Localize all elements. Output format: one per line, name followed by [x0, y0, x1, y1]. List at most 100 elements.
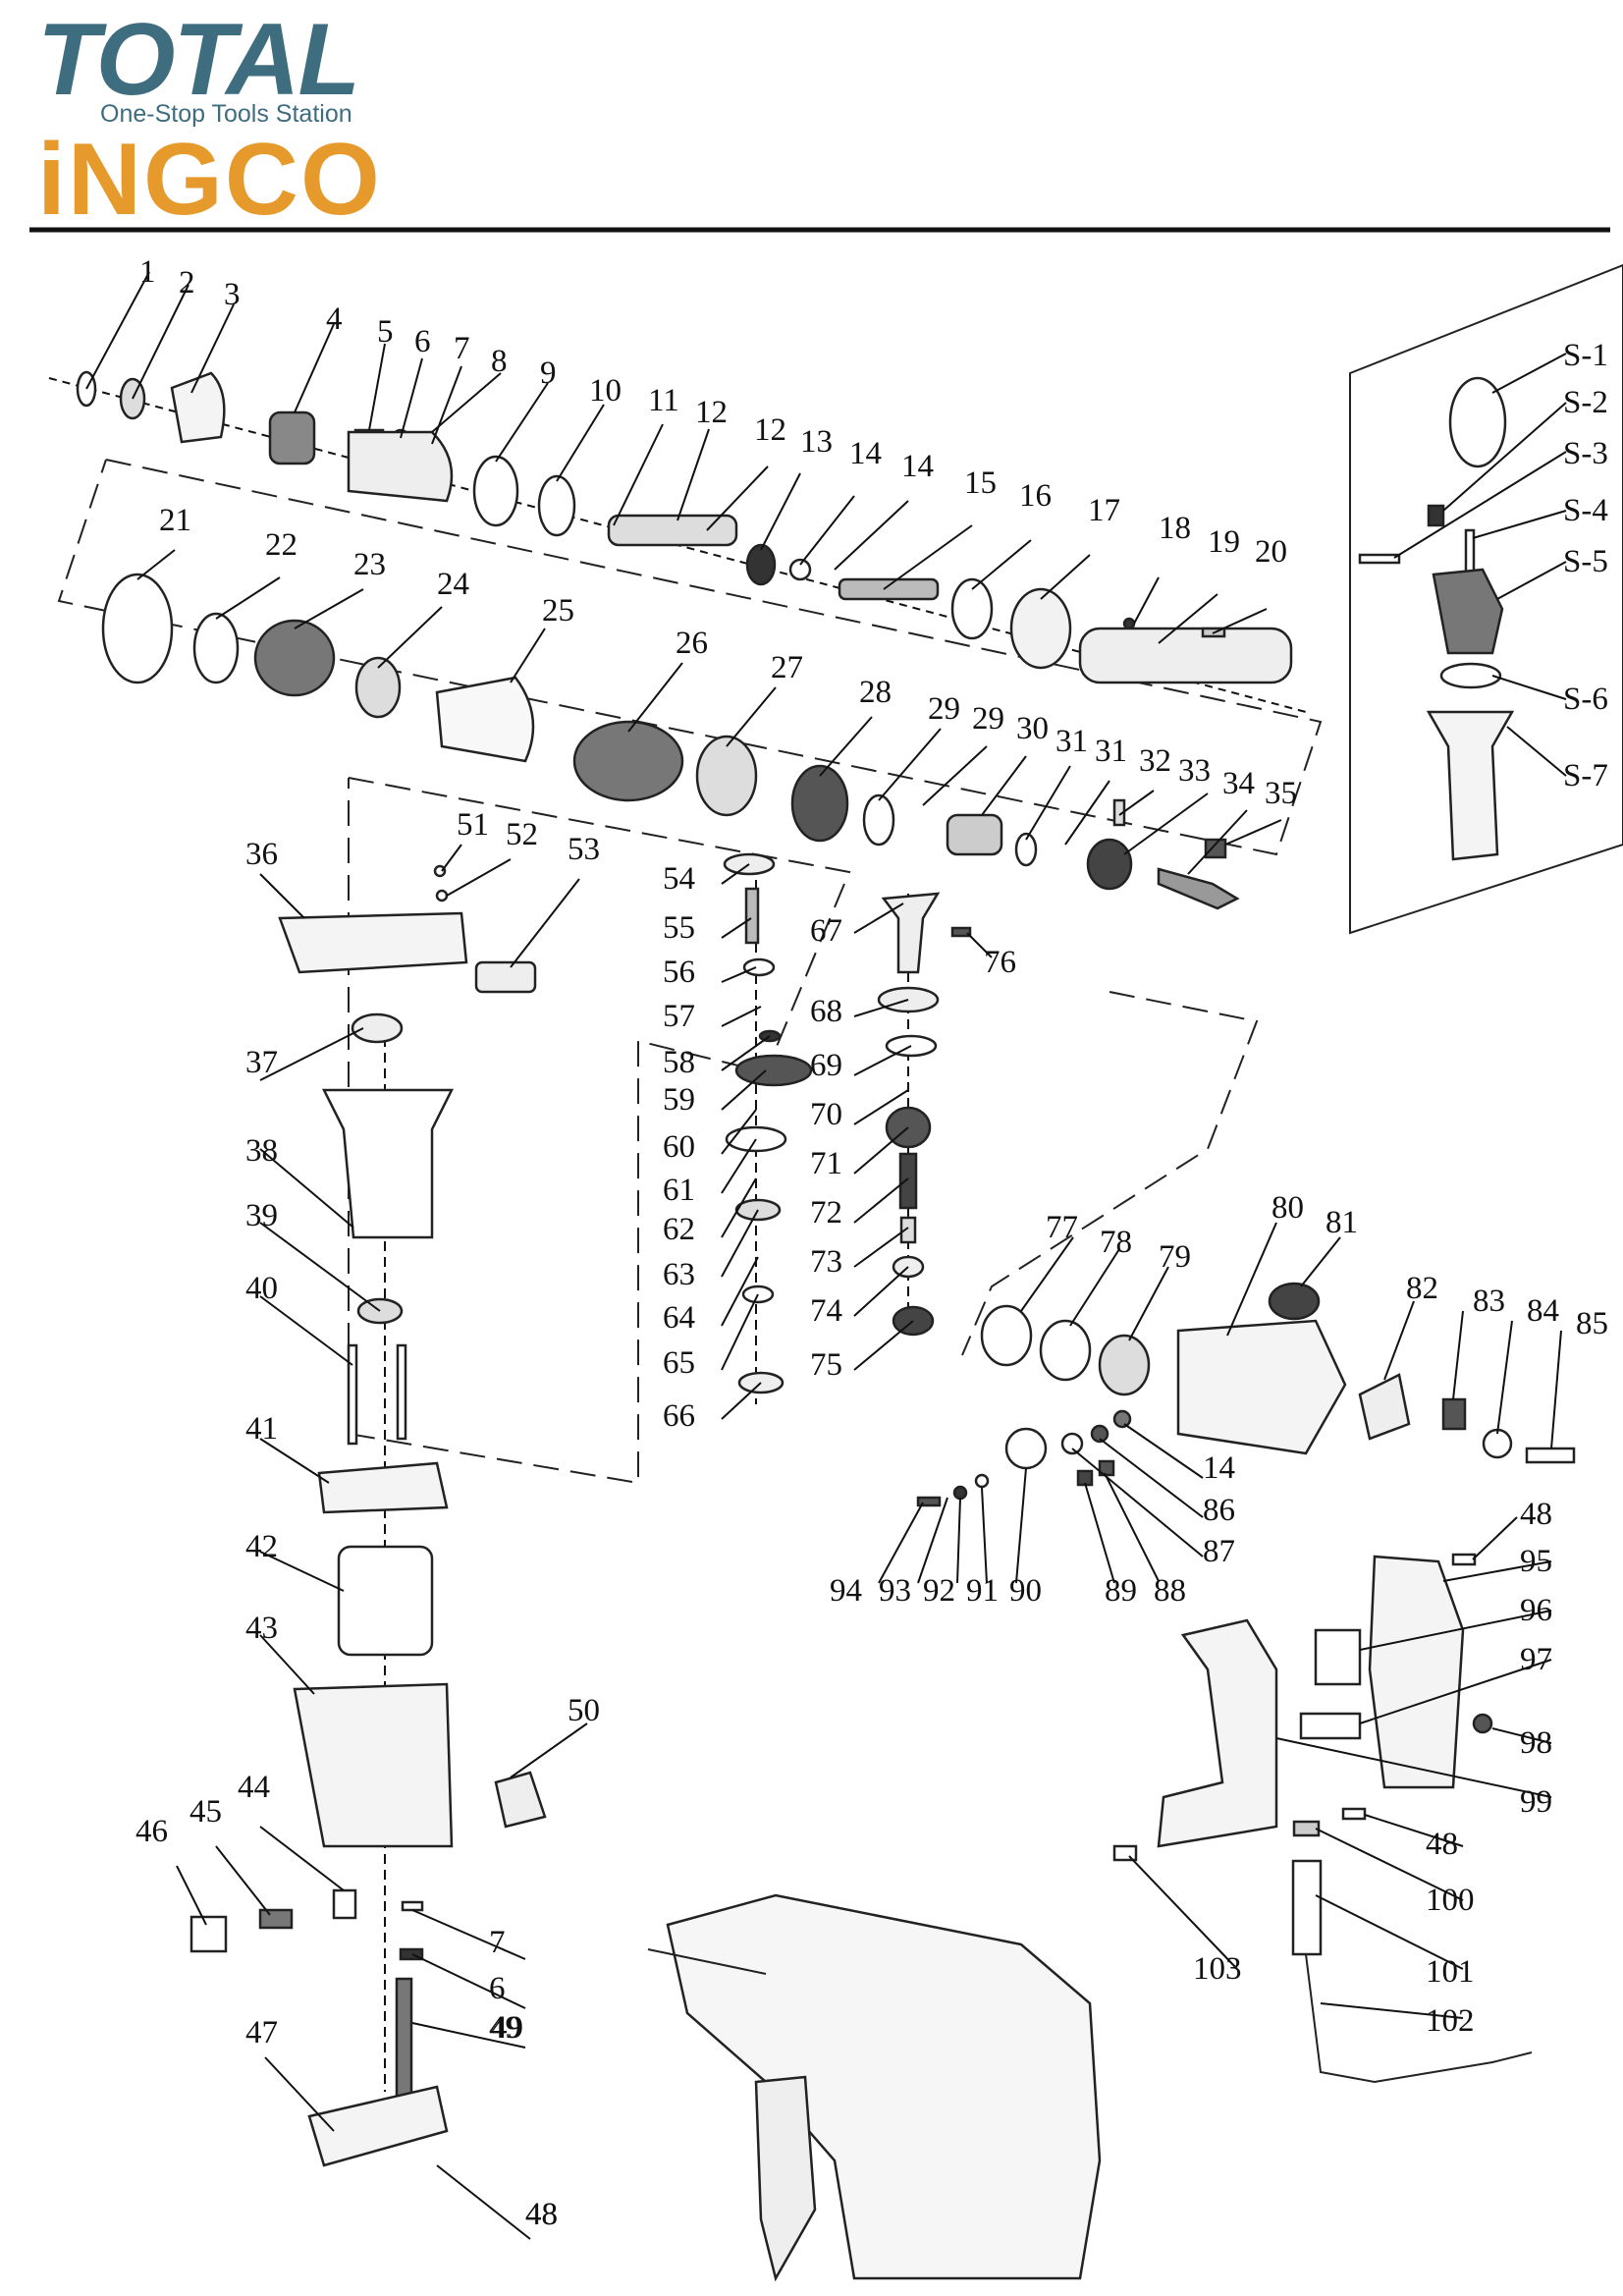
part-100-clamp-shape [1292, 1820, 1321, 1837]
label-34: 34 [1222, 766, 1255, 801]
brand-ingco-wordmark: iNGCO [37, 123, 382, 237]
part-76-pin-shape [950, 926, 972, 938]
label-61: 61 [663, 1173, 695, 1208]
part-51-screw-shape [433, 864, 447, 878]
label-59: 59 [663, 1082, 695, 1118]
part-87-ring-shape [1060, 1432, 1084, 1455]
part-50-brush-holder-shape [494, 1771, 547, 1829]
part-97-capacitor-shape [1299, 1712, 1362, 1740]
label-99: 99 [1520, 1784, 1552, 1820]
part-77-circlip-shape [980, 1304, 1033, 1367]
part-s5-holder-shape [1432, 568, 1504, 655]
part-4-spring-shape [268, 410, 316, 465]
part-85-screw-shape [1525, 1447, 1576, 1464]
label-5: 5 [377, 314, 394, 350]
label-12b: 12 [754, 412, 786, 448]
label-31: 31 [1055, 724, 1088, 759]
label-46: 46 [135, 1814, 168, 1849]
part-47-base-shape [307, 2085, 449, 2167]
part-34-conrod-shape [1157, 867, 1240, 910]
label-54: 54 [663, 861, 695, 897]
part-52-screw-shape [435, 889, 449, 902]
label-79: 79 [1159, 1239, 1191, 1275]
part-83-bearing-shape [1441, 1397, 1467, 1431]
part-46-cap-shape [189, 1915, 228, 1953]
part-38-armature-shape [321, 1088, 455, 1239]
label-47: 47 [245, 2015, 278, 2050]
label-7b: 7 [489, 1925, 506, 1960]
label-21: 21 [159, 503, 191, 538]
label-24: 24 [437, 567, 469, 602]
label-63: 63 [663, 1257, 695, 1292]
label-s3: S-3 [1563, 436, 1608, 471]
label-72: 72 [810, 1195, 842, 1230]
label-6: 6 [414, 324, 431, 359]
part-43-housing-shape [293, 1682, 454, 1848]
label-s2: S-2 [1563, 385, 1608, 420]
part-s7-grip-shape [1426, 710, 1515, 861]
part-8-sleeve-shape [347, 430, 454, 503]
part-55-shaft-shape [744, 887, 760, 945]
part-28-gear-shape [790, 764, 849, 843]
label-48b: 48 [1520, 1497, 1552, 1532]
part-41-baffle-shape [317, 1461, 449, 1514]
label-11: 11 [648, 383, 679, 418]
label-51: 51 [457, 807, 489, 843]
label-81: 81 [1325, 1205, 1358, 1240]
label-27: 27 [771, 650, 803, 685]
label-14: 14 [849, 436, 882, 471]
label-80: 80 [1271, 1190, 1304, 1226]
part-33-bearing-shape [1086, 838, 1133, 891]
part-25-sleeve-shape [435, 676, 535, 763]
part-84-washer-shape [1482, 1428, 1513, 1459]
part-7b-washer-shape [401, 1900, 424, 1912]
label-95: 95 [1520, 1544, 1552, 1579]
part-42-stator-shape [337, 1545, 434, 1657]
part-90-knob-shape [1004, 1427, 1048, 1470]
part-14b-ring-shape [1112, 1409, 1132, 1429]
label-57: 57 [663, 999, 695, 1034]
part-16-circlip-shape [950, 577, 994, 640]
part-73-bush-shape [899, 1216, 917, 1244]
part-101-sleeve-shape [1291, 1859, 1323, 1956]
label-37: 37 [245, 1045, 278, 1080]
chuck-assembly-outline [57, 459, 1323, 856]
part-102-cord-shape [1305, 1953, 1533, 2084]
label-101: 101 [1426, 1954, 1475, 1990]
brand-total-wordmark: TOTAL [37, 3, 358, 117]
housing-outline [961, 991, 1259, 1356]
part-17-bearing-shape [1009, 587, 1072, 670]
label-20: 20 [1255, 534, 1287, 570]
part-53-switch-shape [474, 960, 537, 994]
label-76: 76 [984, 945, 1016, 980]
label-14c: 14 [1203, 1450, 1235, 1486]
label-36: 36 [245, 837, 278, 872]
part-14-washer-shape [788, 558, 812, 581]
part-s4-pin-shape [1464, 528, 1476, 576]
label-35: 35 [1265, 776, 1297, 811]
part-45-carbon-brush-shape [258, 1908, 294, 1930]
label-42: 42 [245, 1529, 278, 1564]
label-33: 33 [1178, 753, 1211, 789]
assembled-tool-side-handle-shape [754, 2075, 817, 2282]
part-3-cap-shape [170, 371, 226, 444]
side-handle-parts [1358, 376, 1515, 861]
label-78: 78 [1100, 1225, 1132, 1260]
label-43: 43 [245, 1611, 278, 1646]
part-s1-clamp-band-shape [1448, 376, 1507, 468]
label-s4: S-4 [1563, 493, 1608, 528]
label-15: 15 [964, 465, 997, 501]
label-55: 55 [663, 910, 695, 946]
label-19: 19 [1208, 524, 1240, 560]
part-99-handle-half-shape [1157, 1618, 1278, 1848]
label-89: 89 [1105, 1573, 1137, 1609]
label-44: 44 [238, 1770, 270, 1805]
label-48c: 48 [1426, 1827, 1458, 1862]
part-80-gear-housing-shape [1176, 1319, 1347, 1455]
label-s1: S-1 [1563, 338, 1608, 373]
label-88: 88 [1154, 1573, 1186, 1609]
part-24-nut-shape [354, 656, 402, 719]
label-7: 7 [454, 331, 470, 366]
label-86: 86 [1203, 1493, 1235, 1528]
